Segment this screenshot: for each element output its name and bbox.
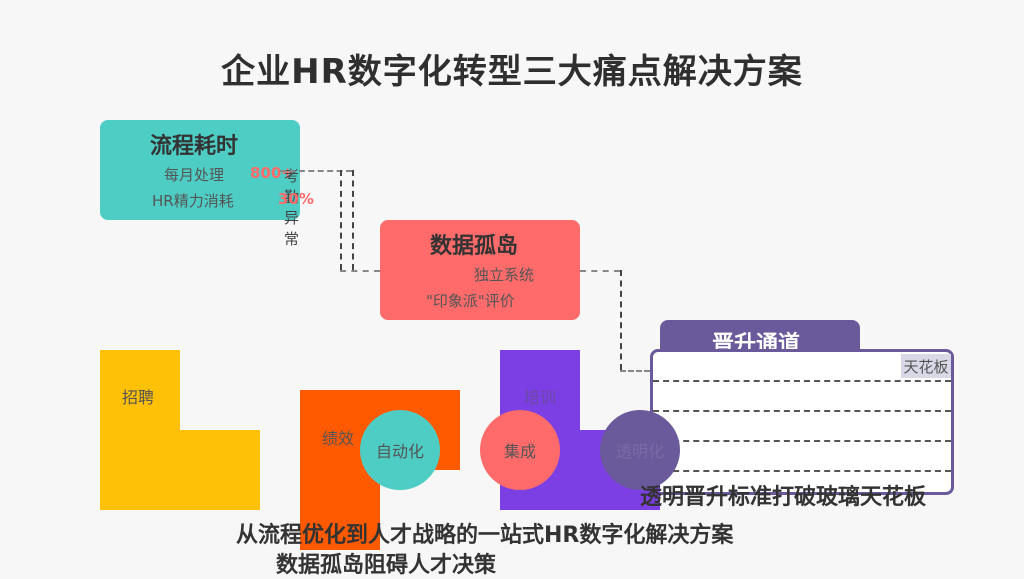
data-silo-card: 数据孤岛 独立系统 "印象派"评价 xyxy=(380,220,580,320)
card-title: 流程耗时 xyxy=(150,134,239,159)
recruit-block xyxy=(100,350,260,510)
solution-caption: 从流程优化到人才战略的一站式HR数字化解决方案 xyxy=(236,523,734,548)
recruit-label: 招聘 xyxy=(122,388,155,407)
independent-systems-label: 独立系统 xyxy=(474,266,535,284)
automation-circle: 自动化 xyxy=(360,410,440,490)
impression-eval-label: "印象派"评价 xyxy=(426,292,515,310)
promotion-ladder: 天花板 xyxy=(650,349,954,495)
connector-line xyxy=(620,370,650,372)
transparent-label: 透明化 xyxy=(615,442,664,461)
automation-label: 自动化 xyxy=(375,442,424,461)
monthly-value: 800+ xyxy=(250,164,294,182)
ladder-rung xyxy=(653,410,951,412)
connector-line xyxy=(340,270,380,272)
integration-label: 集成 xyxy=(503,442,536,461)
promotion-caption: 透明晋升标准打破玻璃天花板 xyxy=(640,485,927,510)
silo-caption: 数据孤岛阻碍人才决策 xyxy=(276,553,497,578)
card-title: 数据孤岛 xyxy=(430,234,519,259)
connector-line xyxy=(340,170,342,270)
connector-line xyxy=(620,270,622,370)
connector-line xyxy=(352,170,354,270)
ceiling-badge: 天花板 xyxy=(901,354,951,378)
process-time-card: 流程耗时 每月处理 800+ 考勤异常 HR精力消耗 30% xyxy=(100,120,314,248)
ladder-rung xyxy=(653,440,951,442)
ceiling-label: 天花板 xyxy=(903,357,949,376)
training-label: 培训 xyxy=(524,388,557,407)
page-title: 企业HR数字化转型三大痛点解决方案 xyxy=(221,52,803,92)
connector-line xyxy=(280,170,352,172)
connector-line xyxy=(580,270,620,272)
transparent-circle: 透明化 xyxy=(600,410,680,490)
integration-circle: 集成 xyxy=(480,410,560,490)
monthly-label: 每月处理 xyxy=(164,166,225,184)
performance-label: 绩效 xyxy=(322,429,355,448)
ladder-rung xyxy=(653,380,951,382)
hr-effort-label: HR精力消耗 xyxy=(152,192,234,210)
ladder-rung xyxy=(653,470,951,472)
hr-effort-value: 30% xyxy=(278,190,314,208)
